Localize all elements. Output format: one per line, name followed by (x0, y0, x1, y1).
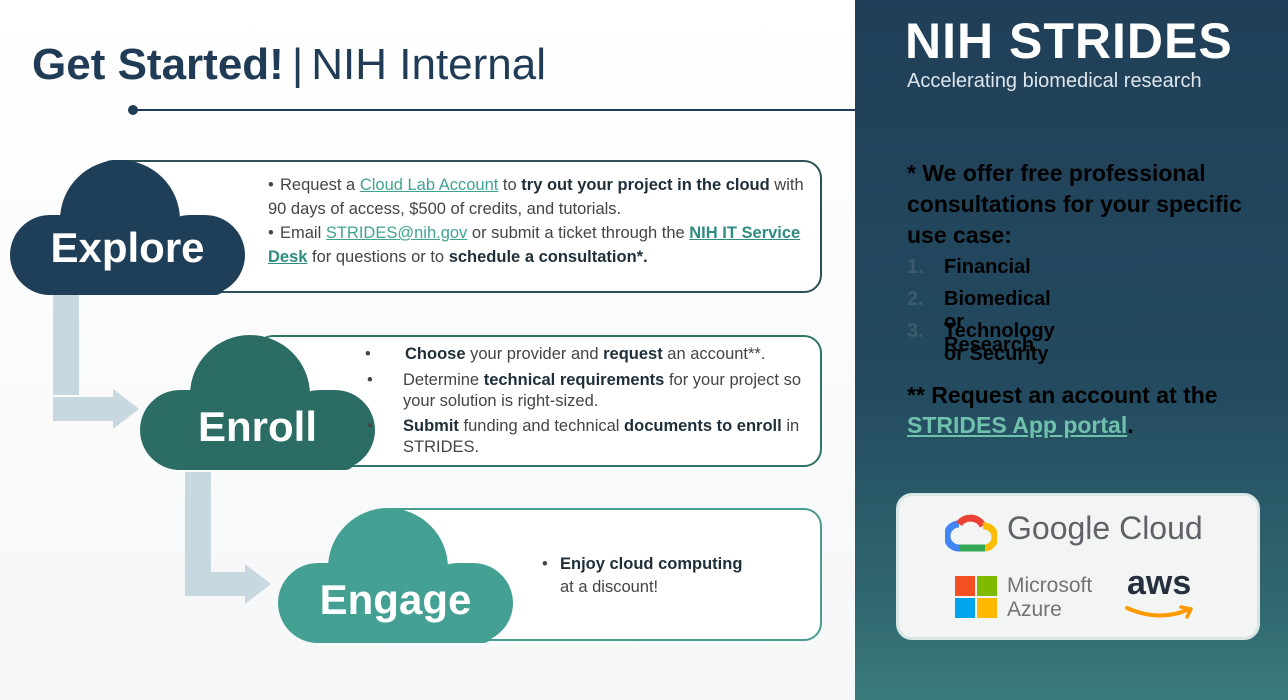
request-account-text: ** Request an account at the STRIDES App… (907, 382, 1218, 438)
engage-label: Engage (319, 576, 472, 623)
title-rule (133, 109, 855, 111)
strides-app-portal-link[interactable]: STRIDES App portal (907, 412, 1128, 438)
explore-text: •Request a Cloud Lab Account to try out … (268, 173, 808, 269)
enroll-text: •Choose your provider and request an acc… (365, 342, 815, 458)
explore-bullet-2: •Email STRIDES@nih.gov or submit a ticke… (268, 224, 801, 266)
google-cloud-logo-text: Google Cloud (1007, 510, 1203, 546)
flow-arrow-vertical-1 (53, 295, 79, 395)
engage-cloud-icon: Engage (278, 508, 513, 643)
aws-smile-icon (1125, 605, 1193, 619)
enroll-bullet-1: •Choose your provider and request an acc… (365, 345, 766, 363)
enroll-label: Enroll (197, 403, 317, 450)
explore-cloud-icon: Explore (10, 160, 245, 295)
engage-bullet-1: •Enjoy cloud computing (542, 555, 743, 573)
aws-logo-text: aws (1127, 564, 1192, 602)
strides-email-link[interactable]: STRIDES@nih.gov (325, 224, 468, 242)
nih-strides-brand: NIH STRIDES (905, 13, 1233, 69)
enroll-bullet-2: •Determine technical requirements for yo… (367, 371, 801, 410)
tagline: Accelerating biomedical research (907, 70, 1202, 92)
title-separator: | (291, 40, 304, 89)
offer-text: * We offer free professional consultatio… (907, 160, 1242, 248)
flow-arrow-horizontal-2 (185, 572, 247, 596)
microsoft-azure-logo-text: Microsoft Azure (1007, 574, 1093, 621)
nih-it-service-desk-link[interactable]: NIH IT Service Desk (268, 224, 801, 266)
cloud-lab-account-link[interactable]: Cloud Lab Account (359, 176, 499, 194)
title-sub: NIH Internal (311, 40, 547, 89)
explore-label: Explore (50, 224, 205, 271)
flow-arrow-head-2 (245, 564, 271, 604)
flow-arrow-vertical-2 (185, 472, 211, 572)
engage-text: •Enjoy cloud computing at a discount! (542, 553, 812, 599)
engage-bullet-1-cont: at a discount! (560, 578, 659, 596)
flow-arrow-head-1 (113, 389, 139, 429)
title-bold: Get Started! (32, 40, 284, 89)
cloud-provider-logos: Google Cloud Microsoft Azure aws (896, 493, 1260, 640)
flow-arrow-horizontal-1 (53, 397, 115, 421)
explore-bullet-1: •Request a Cloud Lab Account to try out … (268, 176, 804, 218)
enroll-bullet-3: •Submit funding and technical documents … (367, 417, 800, 456)
page-title: Get Started!|NIH Internal (32, 40, 546, 90)
enroll-cloud-icon: Enroll (140, 335, 375, 470)
google-cloud-icon (945, 514, 997, 552)
microsoft-icon (955, 576, 997, 618)
